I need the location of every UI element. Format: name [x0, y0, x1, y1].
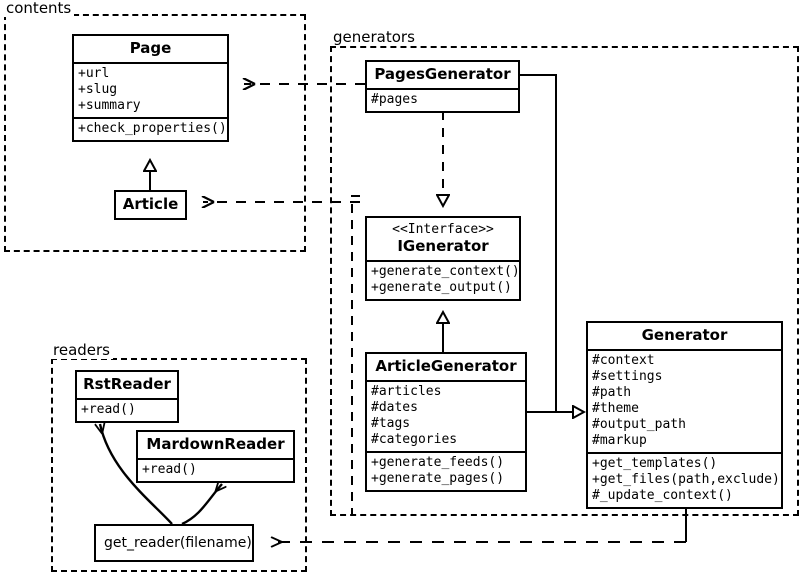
class-rstreader-methods: +read() — [77, 398, 177, 421]
class-page[interactable]: Page +url +slug +summary +check_properti… — [72, 34, 229, 142]
class-pagesgenerator-attributes: #pages — [367, 88, 518, 111]
class-igenerator[interactable]: <<Interface>> IGenerator +generate_conte… — [365, 216, 521, 301]
attribute-row: +slug — [78, 82, 118, 97]
class-article-name: Article — [122, 195, 179, 213]
class-igenerator-name: IGenerator — [397, 237, 489, 255]
class-igenerator-stereotype: <<Interface>> — [392, 222, 494, 237]
method-row: #_update_context() — [592, 488, 733, 503]
attribute-row: #articles — [371, 384, 442, 399]
package-contents — [4, 14, 306, 252]
class-igenerator-methods: +generate_context() +generate_output() — [367, 260, 520, 299]
class-article[interactable]: Article — [114, 190, 187, 220]
class-page-methods: +check_properties() — [74, 117, 227, 140]
attribute-row: #dates — [371, 400, 418, 415]
class-page-attributes: +url +slug +summary — [74, 62, 227, 117]
method-row: +generate_feeds() — [371, 455, 505, 470]
method-row: +read() — [142, 462, 197, 477]
method-row: +generate_output() — [371, 280, 512, 295]
class-articlegenerator-attributes: #articles #dates #tags #categories — [367, 380, 525, 451]
class-generator-attributes: #context #settings #path #theme #output_… — [588, 349, 781, 452]
function-get-reader[interactable]: get_reader(filename) — [94, 524, 254, 562]
method-row: +get_files(path,exclude) — [592, 472, 780, 487]
method-row: +get_templates() — [592, 456, 718, 471]
attribute-row: #output_path — [592, 417, 686, 432]
method-row: +read() — [81, 402, 136, 417]
attribute-row: #path — [592, 385, 632, 400]
class-pagesgenerator-name: PagesGenerator — [374, 65, 511, 83]
method-row: +generate_pages() — [371, 471, 505, 486]
class-generator[interactable]: Generator #context #settings #path #them… — [586, 321, 783, 509]
class-pagesgenerator[interactable]: PagesGenerator #pages — [365, 60, 520, 113]
class-mardownreader-name: MardownReader — [146, 435, 285, 453]
function-get-reader-label: get_reader(filename) — [104, 535, 252, 551]
attribute-row: #context — [592, 353, 655, 368]
class-articlegenerator-name: ArticleGenerator — [375, 357, 517, 375]
package-readers-label: readers — [51, 342, 113, 359]
attribute-row: #tags — [371, 416, 411, 431]
class-page-name: Page — [129, 39, 172, 57]
class-generator-methods: +get_templates() +get_files(path,exclude… — [588, 452, 781, 507]
attribute-row: +summary — [78, 98, 141, 113]
method-row: +generate_context() — [371, 264, 520, 279]
class-mardownreader[interactable]: MardownReader +read() — [136, 430, 295, 483]
class-articlegenerator[interactable]: ArticleGenerator #articles #dates #tags … — [365, 352, 527, 492]
class-rstreader-name: RstReader — [83, 375, 171, 393]
class-generator-name: Generator — [641, 326, 728, 344]
attribute-row: #pages — [371, 92, 418, 107]
attribute-row: #categories — [371, 432, 458, 447]
package-readers — [51, 358, 307, 572]
class-articlegenerator-methods: +generate_feeds() +generate_pages() — [367, 451, 525, 490]
attribute-row: #theme — [592, 401, 639, 416]
package-generators — [330, 46, 799, 516]
package-contents-label: contents — [4, 0, 75, 17]
attribute-row: #markup — [592, 433, 647, 448]
package-generators-label: generators — [331, 29, 418, 46]
attribute-row: #settings — [592, 369, 663, 384]
class-mardownreader-methods: +read() — [138, 458, 293, 481]
method-row: +check_properties() — [78, 121, 227, 136]
class-rstreader[interactable]: RstReader +read() — [75, 370, 179, 423]
attribute-row: +url — [78, 66, 110, 81]
